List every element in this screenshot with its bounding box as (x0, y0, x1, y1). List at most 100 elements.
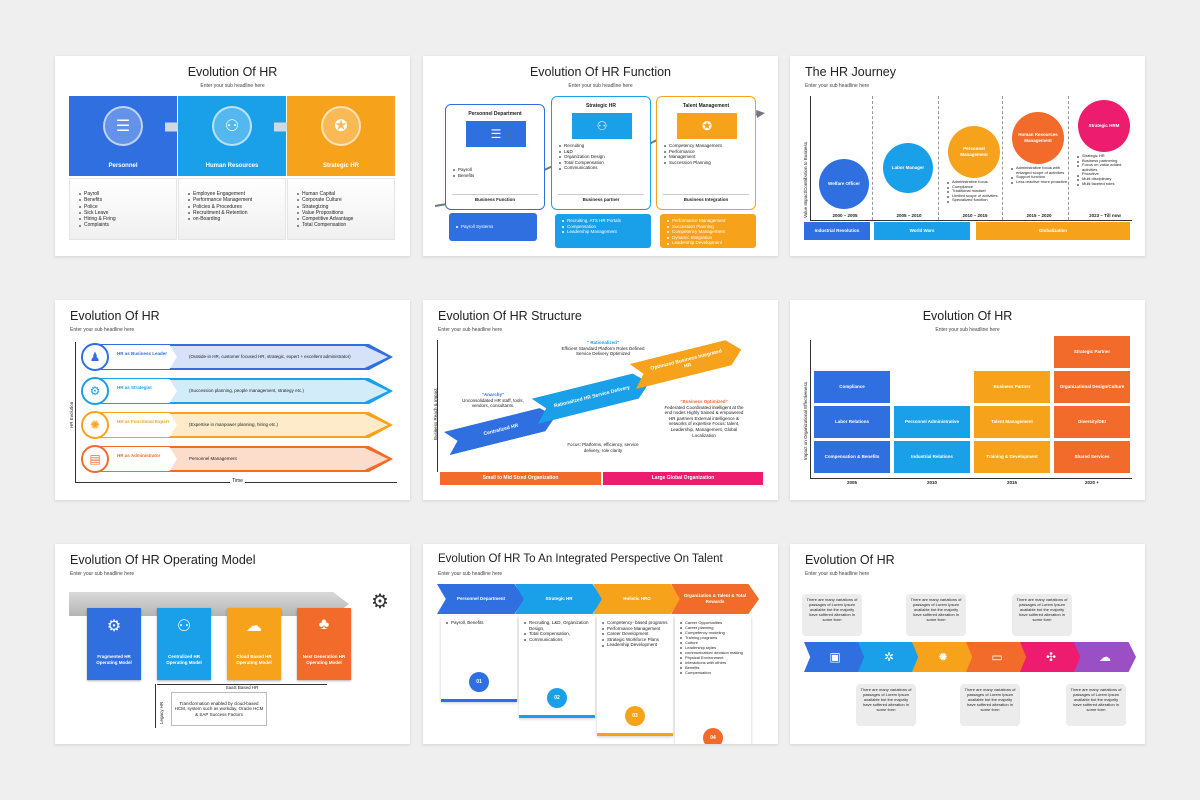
stage-header: Holistic HRO (593, 584, 681, 614)
y-axis-label: Value Impact/Contribution to Business (803, 142, 808, 218)
list-item: Business partnering (1076, 158, 1136, 164)
arrow-centralized-hr: Centralized HR (444, 405, 558, 455)
list-item: Career Opportunities (679, 620, 747, 625)
slide-evolution-of-hr-1[interactable]: Evolution Of HR Enter your sub headline … (55, 56, 410, 256)
row-description: Personnel Management (189, 456, 237, 461)
list-item: Payroll (78, 191, 168, 197)
list-item: Less reactive more proactive (1010, 179, 1070, 185)
list-item: Succession Planning (666, 224, 750, 230)
list-item: Competency modeling (679, 630, 747, 635)
slide-title: The HR Journey (805, 65, 897, 79)
slide-subtitle: Enter your sub headline here (805, 83, 870, 89)
x-axis (810, 220, 1132, 221)
card-footer: Business Integration (663, 194, 749, 203)
column-header: ✪Strategic HR (287, 96, 395, 176)
text-callout: There are many variations of passages of… (1066, 684, 1126, 726)
slide-evolution-of-hr-4[interactable]: Evolution Of HR Enter your sub headline … (790, 544, 1145, 744)
capability-box: Compensation & Benefits (814, 441, 890, 473)
stage-header: Strategic HR (515, 584, 603, 614)
slide-hr-journey[interactable]: The HR Journey Enter your sub headline h… (790, 56, 1145, 256)
slide-evolution-hr-function[interactable]: Evolution Of HR Function Enter your sub … (423, 56, 778, 256)
slide-hr-operating-model[interactable]: Evolution Of HR Operating Model Enter yo… (55, 544, 410, 744)
operating-model-card: ☁Cloud Based HR Operating Model (227, 608, 281, 680)
timeline-divider (872, 96, 873, 220)
slide-evolution-of-hr-2[interactable]: Evolution Of HR Enter your sub headline … (55, 300, 410, 500)
column-header: ☰Personnel (69, 96, 177, 176)
slide-subtitle: Enter your sub headline here (70, 571, 135, 577)
slide-subtitle: Enter your sub headline here (438, 327, 503, 333)
card-footer: Business partner (558, 194, 644, 203)
slide-evolution-hr-structure[interactable]: Evolution Of HR Structure Enter your sub… (423, 300, 778, 500)
list-item: Strategizing (296, 204, 386, 210)
list-item: Payroll Systems (455, 224, 531, 230)
user-settings-icon: ⚙ (371, 591, 389, 613)
list-item: Performance Management (666, 218, 750, 224)
stage-circle: Welfare Officer (819, 159, 869, 209)
capability-box: Diversity/DEI (1054, 406, 1130, 438)
list-item: Competitive Advantage (296, 216, 386, 222)
year-label: 2020 + (1085, 480, 1099, 485)
stage-years: 2010 – 2015 (944, 213, 1006, 219)
card-label: Next Generation HR Operating Model (302, 654, 346, 665)
y-axis-label: Impact on Organizational Effectiveness (803, 382, 808, 460)
list-item: communication/ decision making (679, 650, 747, 655)
strategist-icon: ⚙ (81, 377, 109, 405)
expert-icon: ✺ (81, 411, 109, 439)
capability-box: Organizational Design/Culture (1054, 371, 1130, 403)
list-item: Police (78, 204, 168, 210)
list-item: Leadership Management (561, 229, 645, 235)
row-label: HR as Administrator (117, 453, 161, 458)
text-callout: There are many variations of passages of… (802, 594, 862, 636)
list-item: Recruiting (558, 143, 648, 149)
list-item: Career planning (679, 625, 747, 630)
era-band: Globalization (976, 222, 1130, 240)
text-callout: There are many variations of passages of… (960, 684, 1020, 726)
list-item: Limited scope of activities (946, 193, 1006, 199)
text-callout: There are many variations of passages of… (1012, 594, 1072, 636)
list-item: Specialized function (946, 198, 1006, 203)
saas-bracket (157, 684, 327, 685)
capability-box: Industrial Relations (894, 441, 970, 473)
slide-integrated-perspective-talent[interactable]: Evolution Of HR To An Integrated Perspec… (423, 544, 778, 744)
list-item: Benefits (452, 173, 542, 179)
list-item: Total Compensation (558, 160, 648, 166)
operating-model-card: ⚙Fragmented HR Operating Model (87, 608, 141, 680)
list-item: Multi faceted roles (1076, 181, 1136, 187)
stage-number: 01 (469, 672, 489, 692)
stage-years: 2000 – 2005 (814, 213, 876, 219)
note-focus: Focus: Platforms, efficiency, service de… (567, 442, 639, 453)
people-network-icon: ⚇ (212, 106, 252, 146)
clipboard-icon: ☰ (103, 106, 143, 146)
capability-box: Personnel Administrative (894, 406, 970, 438)
stage-circle: Human Resources Management (1012, 112, 1064, 164)
list-item: Competency Management (663, 143, 753, 149)
slide-title: Evolution Of HR Structure (438, 309, 582, 323)
slide-title: Evolution Of HR (922, 309, 1013, 323)
slide-subtitle: Enter your sub headline here (568, 83, 633, 89)
transformation-note: Transformation enabled by cloud-based HC… (171, 692, 267, 726)
card-title: Strategic HR (585, 103, 616, 109)
y-axis-label: HR Evolution (69, 401, 74, 428)
list-item: Recruitment & Retention (187, 210, 277, 216)
column-header: ⚇Human Resources (178, 96, 286, 176)
brain-gear-icon: ⚙ (106, 618, 122, 635)
list-item: Performance (663, 149, 753, 155)
y-axis (437, 340, 438, 472)
list-item: Administrative focus with enlarged scope… (1010, 165, 1070, 175)
leader-icon: ♟ (81, 343, 109, 371)
list-item: Total Compensation (296, 222, 386, 228)
card-title: Talent Management (682, 103, 730, 109)
legacy-bracket (155, 684, 156, 728)
list-item: Recruiting, ATS HR Portals (561, 218, 645, 224)
slide-subtitle: Enter your sub headline here (935, 327, 1000, 333)
list-item: Benefits (679, 665, 747, 670)
list-item: Career Development (601, 631, 669, 637)
slide-evolution-of-hr-3[interactable]: Evolution Of HR Enter your sub headline … (790, 300, 1145, 500)
